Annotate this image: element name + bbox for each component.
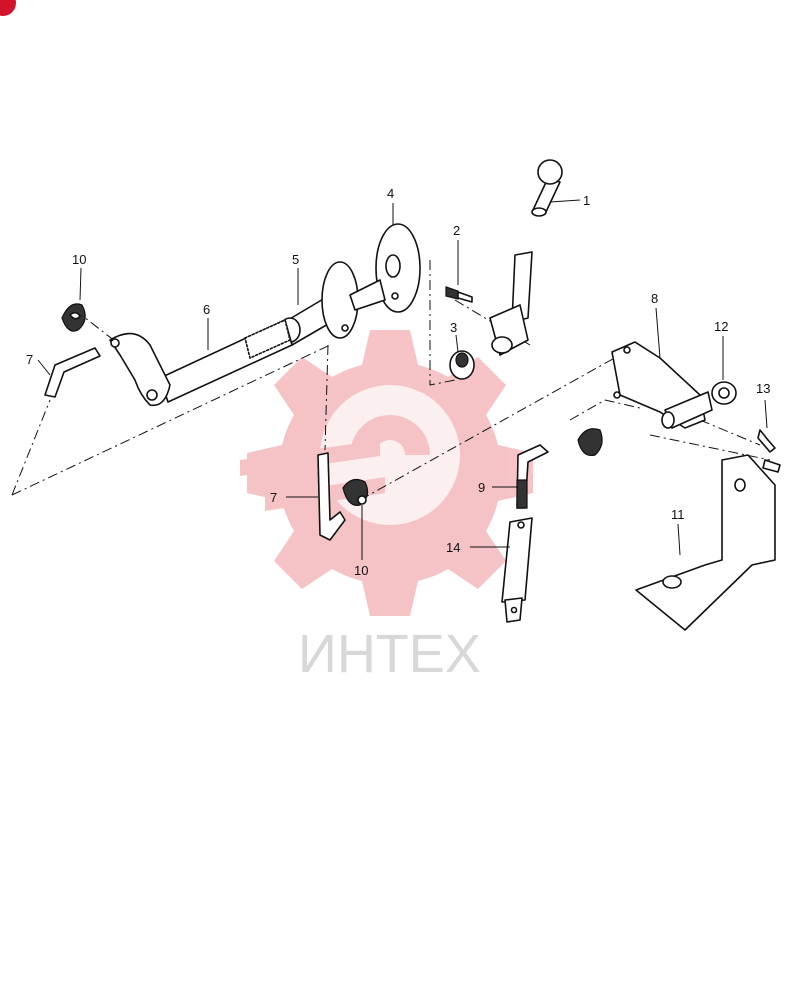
- part-10-clip-center: [342, 478, 369, 506]
- part-9-rod: [516, 444, 549, 509]
- callout-13: 13: [756, 381, 770, 396]
- part-12-washer: [711, 381, 737, 405]
- part-10-clip-left: [61, 303, 86, 332]
- part-2-bolt: [445, 286, 473, 303]
- leader-lines: [37, 199, 768, 560]
- part-1-knob: [531, 159, 563, 217]
- assembly-lines: [11, 260, 771, 501]
- part-5-hub: [279, 261, 386, 346]
- part-11-bracket: [635, 454, 781, 631]
- part-3-nut: [449, 350, 475, 380]
- part-13-cotter-pin: [757, 429, 776, 453]
- callout-1: 1: [583, 193, 590, 208]
- callout-12: 12: [714, 319, 728, 334]
- part-4-plate: [375, 223, 421, 313]
- callout-7-center: 7: [270, 490, 277, 505]
- callout-7-left: 7: [26, 352, 33, 367]
- callout-10-left: 10: [72, 252, 86, 267]
- part-10-clip-right: [577, 428, 603, 457]
- shift-lever: [489, 251, 533, 356]
- part-7-pin-left: [44, 347, 101, 398]
- callout-4: 4: [387, 186, 394, 201]
- part-7-pin-center: [317, 452, 346, 541]
- watermark-text: ИНТЕХ: [298, 624, 481, 684]
- part-8-linkage: [611, 341, 713, 429]
- callout-6: 6: [203, 302, 210, 317]
- callout-labels: 1 2 3 4 5 6 7 7 8 9 10 10 11 12 13 14: [26, 186, 770, 578]
- part-6-shaft: [109, 319, 293, 407]
- callout-14: 14: [446, 540, 460, 555]
- watermark-gear-icon: [240, 330, 533, 616]
- callout-8: 8: [651, 291, 658, 306]
- part-14-turnbuckle: [501, 517, 533, 623]
- callout-9: 9: [478, 480, 485, 495]
- callout-10-center: 10: [354, 563, 368, 578]
- callout-2: 2: [453, 223, 460, 238]
- corner-badge: [0, 0, 16, 16]
- callout-11: 11: [671, 507, 685, 522]
- callout-3: 3: [450, 320, 457, 335]
- callout-5: 5: [292, 252, 299, 267]
